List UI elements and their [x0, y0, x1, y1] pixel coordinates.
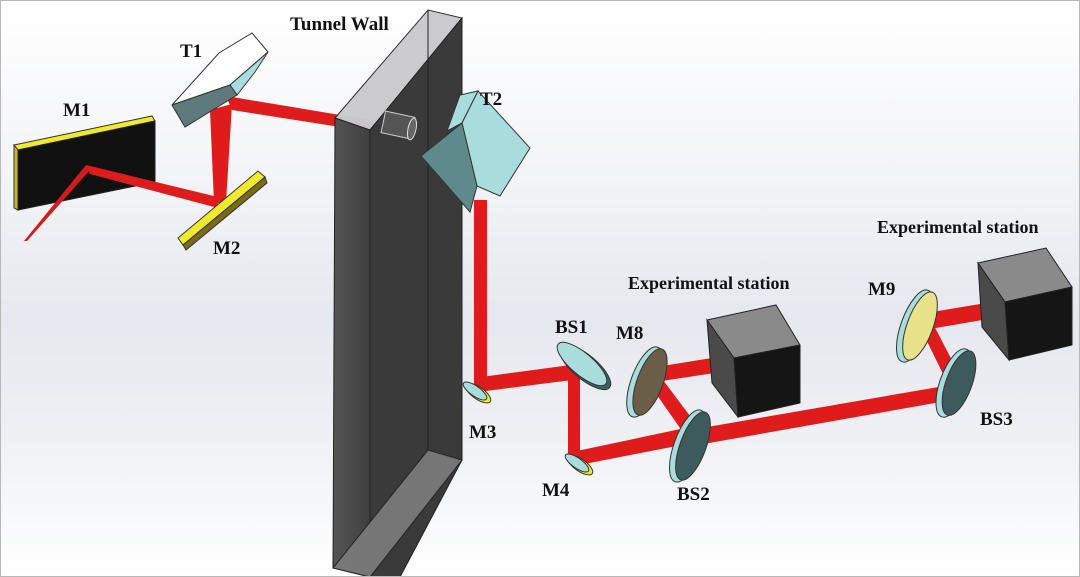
mirror-m9: [896, 289, 938, 363]
label-bs2: BS2: [677, 484, 710, 505]
label-t1: T1: [180, 41, 202, 62]
label-t2: T2: [480, 89, 502, 110]
label-experimental-station-1: Experimental station: [628, 273, 790, 293]
label-tunnel-wall: Tunnel Wall: [290, 14, 389, 35]
experimental-station-1: [706, 304, 801, 419]
label-m1: M1: [63, 100, 90, 121]
label-m3: M3: [469, 422, 496, 443]
tunnel-wall: [332, 9, 463, 577]
label-m8: M8: [616, 323, 643, 344]
wall-penetration-pipe: [380, 110, 418, 141]
mirror-m3: [462, 381, 492, 404]
mirror-m1: [13, 115, 156, 211]
beam-splitter-bs1: [556, 341, 612, 391]
label-m2: M2: [213, 238, 240, 259]
beam-segment-hall: [474, 200, 952, 466]
optic-t2: [420, 90, 531, 214]
label-m9: M9: [868, 279, 895, 300]
mirror-m4: [564, 453, 594, 476]
optic-t1: [171, 32, 269, 128]
label-bs3: BS3: [980, 409, 1013, 430]
mirror-m8: [626, 346, 668, 418]
beam-splitter-bs2: [669, 409, 711, 483]
mirror-m2: [177, 170, 268, 251]
label-m4: M4: [542, 480, 570, 501]
beam-splitter-bs3: [935, 348, 977, 418]
label-bs1: BS1: [555, 317, 588, 338]
experimental-station-2: [977, 247, 1073, 362]
label-experimental-station-2: Experimental station: [877, 217, 1039, 237]
